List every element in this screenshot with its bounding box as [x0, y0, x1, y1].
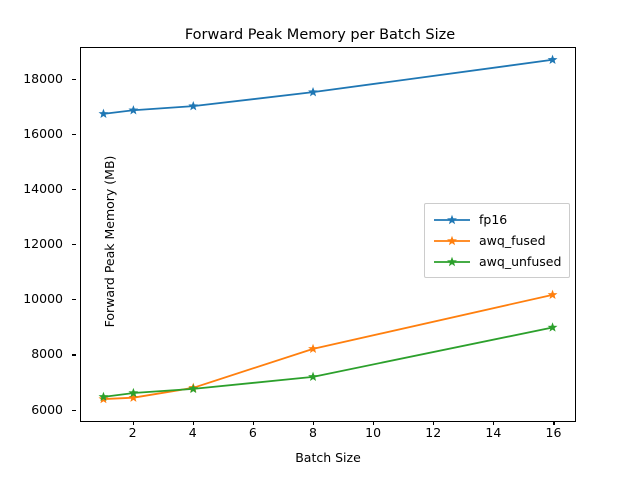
plot-area: [80, 47, 576, 422]
marker-awq_unfused: [98, 391, 109, 402]
marker-awq_unfused: [188, 383, 199, 394]
legend-item-awq_unfused: awq_unfused: [432, 251, 561, 272]
legend-swatch: [432, 254, 472, 270]
y-tick-label: 14000: [23, 181, 63, 196]
marker-fp16: [128, 105, 139, 115]
marker-fp16: [547, 54, 558, 64]
x-tick-label: 12: [425, 425, 442, 440]
marker-awq_unfused: [128, 387, 139, 398]
line-awq_unfused: [102, 326, 554, 398]
marker-awq_unfused: [308, 371, 318, 382]
line-fp16: [102, 58, 554, 115]
series-awq_fused: [98, 289, 558, 404]
legend: fp16 awq_fused awq_unfused: [424, 203, 571, 278]
y-tick-label: 8000: [31, 346, 63, 362]
chart-title: Forward Peak Memory per Batch Size: [184, 27, 456, 43]
marker-fp16: [188, 100, 199, 111]
y-tick-mark: [72, 189, 76, 191]
legend-swatch: [432, 233, 472, 249]
y-tick-mark: [72, 354, 76, 356]
x-tick-mark: [252, 421, 254, 425]
x-tick-mark: [433, 421, 435, 425]
marker-awq_fused: [547, 289, 558, 300]
legend-item-awq_fused: awq_fused: [432, 230, 561, 251]
x-tick-label: 8: [308, 425, 317, 440]
legend-item-fp16: fp16: [432, 209, 561, 230]
legend-swatch: [432, 212, 472, 228]
y-tick-mark: [72, 409, 76, 411]
x-tick-label: 4: [188, 425, 197, 440]
marker-fp16: [308, 86, 318, 97]
legend-label: awq_fused: [479, 232, 546, 248]
series-fp16: [98, 54, 558, 119]
x-tick-mark: [192, 421, 194, 425]
x-axis-label: Batch Size: [295, 450, 361, 465]
x-tick-label: 16: [545, 425, 562, 440]
marker-awq_fused: [308, 343, 318, 354]
y-tick-label: 10000: [23, 291, 63, 307]
legend-label: awq_unfused: [479, 253, 562, 269]
x-tick-mark: [373, 421, 375, 425]
x-tick-label: 10: [365, 425, 382, 440]
x-axis-ticks: 2 4 6 8 10 12 14 16: [80, 421, 576, 446]
y-tick-mark: [72, 299, 76, 301]
x-tick-mark: [553, 421, 555, 425]
y-axis-ticks: 6000 8000 10000 12000 14000 16000 18000: [0, 47, 76, 422]
line-awq_fused: [102, 293, 554, 400]
y-tick-label: 12000: [23, 236, 63, 252]
y-tick-label: 16000: [23, 125, 63, 141]
x-tick-mark: [312, 421, 315, 425]
marker-awq_fused: [128, 392, 139, 402]
x-tick-mark: [132, 421, 134, 425]
x-tick-label: 6: [248, 425, 257, 440]
y-tick-mark: [72, 244, 76, 246]
legend-label: fp16: [479, 211, 508, 227]
series-lines: [98, 54, 558, 404]
y-tick-label: 6000: [31, 401, 63, 417]
y-tick-mark: [72, 133, 76, 135]
y-tick-label: 18000: [23, 70, 63, 86]
marker-fp16: [98, 108, 109, 119]
x-tick-label: 2: [128, 425, 137, 440]
marker-awq_unfused: [547, 322, 558, 332]
series-awq_unfused: [98, 322, 558, 402]
y-tick-mark: [72, 78, 76, 80]
x-tick-mark: [493, 421, 495, 425]
x-tick-label: 14: [485, 425, 502, 440]
